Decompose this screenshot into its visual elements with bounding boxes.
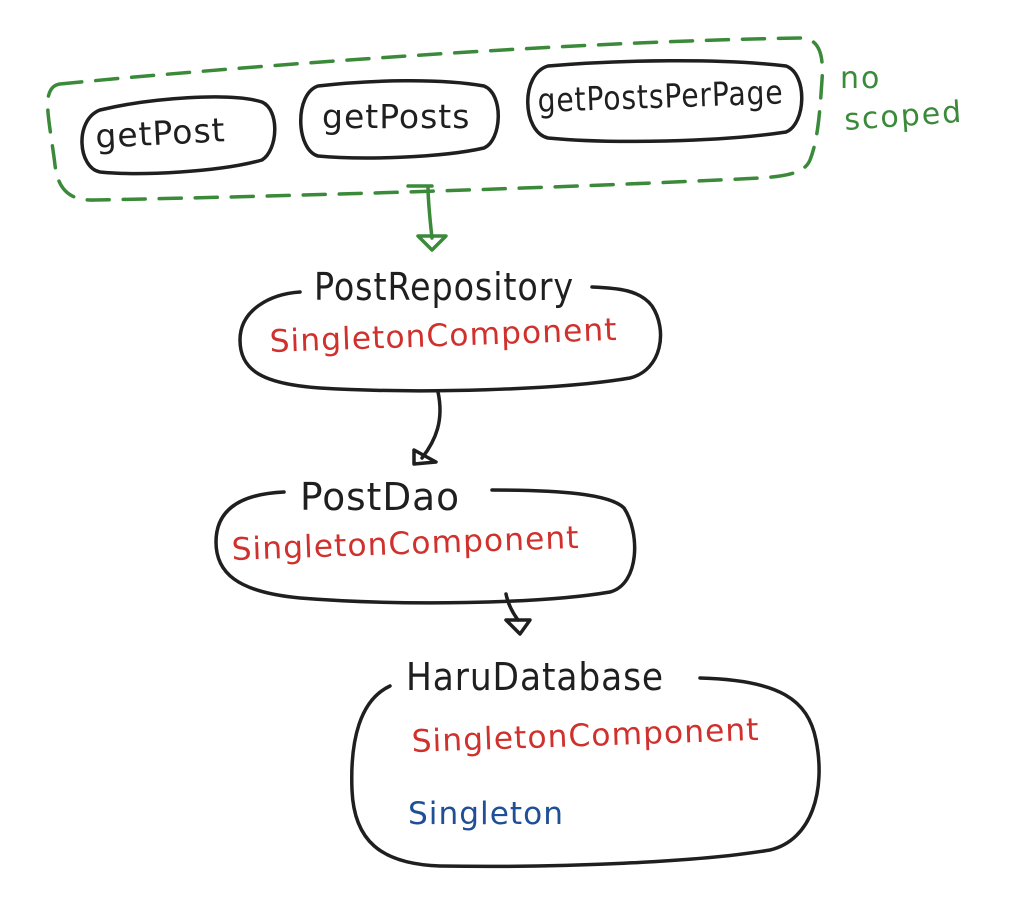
arrow-line	[406, 184, 434, 240]
node-outline	[238, 285, 663, 393]
method-pill-getpost: getPost	[80, 95, 277, 176]
node-postrepository: PostRepository SingletonComponent	[238, 265, 663, 393]
node-postdao: PostDao SingletonComponent	[214, 475, 637, 605]
pill-outline	[526, 58, 804, 144]
method-label: getPostsPerPage	[537, 72, 784, 120]
node-outline	[214, 488, 637, 605]
no-scoped-note-line-1: no	[840, 61, 881, 96]
arrow-line	[504, 592, 520, 622]
method-label: getPost	[94, 110, 226, 156]
component-label: SingletonComponent	[231, 520, 580, 568]
node-outline	[350, 676, 821, 869]
arrow-postrepository-to-postdao	[412, 390, 442, 466]
arrow-group-to-postrepository	[406, 184, 448, 252]
arrow-head	[412, 448, 438, 466]
no-scoped-note-line-2: scoped	[843, 95, 964, 138]
node-title: PostRepository	[314, 265, 574, 309]
component-label: SingletonComponent	[269, 312, 618, 360]
pill-outline	[299, 78, 500, 160]
node-harudatabase: HaruDatabase SingletonComponent Singleto…	[350, 655, 821, 869]
unscoped-methods-group: getPost getPosts getPostsPerPage no scop…	[45, 36, 964, 202]
method-pill-getpostsperpage: getPostsPerPage	[526, 58, 804, 144]
arrow-head	[504, 618, 532, 636]
arrow-line	[420, 390, 442, 460]
dashed-group-outline	[45, 36, 825, 202]
component-label: SingletonComponent	[411, 712, 760, 760]
method-pill-getposts: getPosts	[299, 78, 500, 160]
node-title: HaruDatabase	[406, 655, 664, 699]
arrow-head	[416, 234, 448, 252]
arrow-postdao-to-harudatabase	[504, 592, 532, 636]
node-title: PostDao	[300, 475, 460, 519]
method-label: getPosts	[322, 97, 470, 136]
pill-outline	[80, 95, 277, 176]
scope-label: Singleton	[408, 796, 564, 832]
